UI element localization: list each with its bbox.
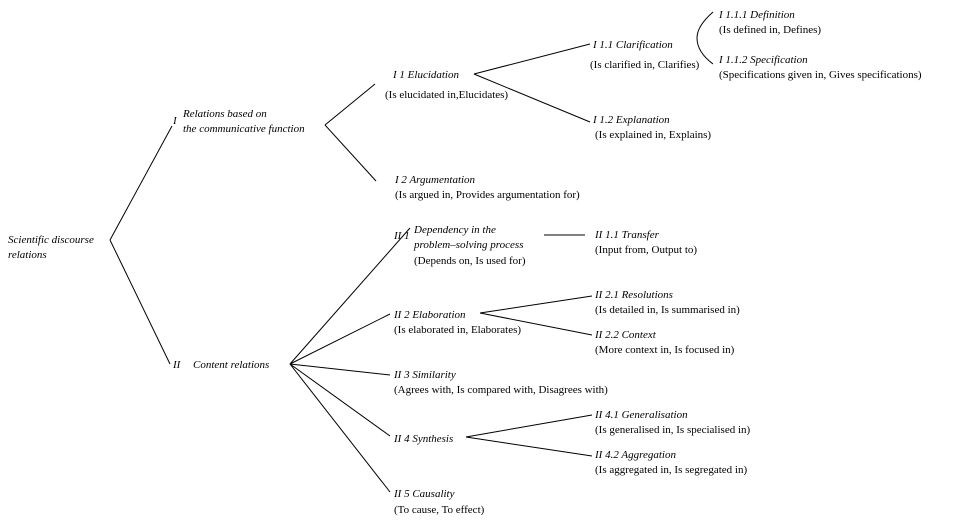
edge-elaboration-to-context xyxy=(479,312,593,336)
root-label-line1: Scientific discourse xyxy=(8,234,94,246)
node-relation: (Is argued in, Provides argumentation fo… xyxy=(395,189,580,201)
node-I112-specification: I 1.1.2 Specification (Specifications gi… xyxy=(718,54,922,81)
node-II41-generalisation: II 4.1 Generalisation (Is generalised in… xyxy=(594,409,751,436)
node-II5-causality: II 5 Causality (To cause, To effect) xyxy=(393,488,485,516)
root-label-line2: relations xyxy=(8,249,47,261)
node-II42-aggregation: II 4.2 Aggregation (Is aggregated in, Is… xyxy=(594,449,747,476)
edge-I-to-elucidation xyxy=(324,83,376,126)
node-numeral: II 1 xyxy=(393,230,410,242)
edge-elaboration-to-resolutions xyxy=(479,295,593,314)
edge-I-to-argumentation xyxy=(324,124,377,182)
edge-root-to-II xyxy=(109,239,171,365)
edge-II-to-dependency xyxy=(289,227,411,365)
edge-synthesis-to-generalisation xyxy=(465,414,593,438)
node-title: I 1.2 Explanation xyxy=(592,114,670,126)
node-relation: (Specifications given in, Gives specific… xyxy=(719,69,922,81)
edge-II-to-causality xyxy=(289,363,391,493)
node-root: Scientific discourse relations xyxy=(8,234,94,261)
node-title: II 4 Synthesis xyxy=(393,433,453,445)
node-relation: (Is explained in, Explains) xyxy=(595,129,711,141)
node-title: II 2.2 Context xyxy=(594,329,657,341)
edge-II-to-elaboration xyxy=(289,313,391,365)
node-title: II 4.2 Aggregation xyxy=(594,449,676,461)
node-relation: (Input from, Output to) xyxy=(595,244,697,256)
node-title-line2: problem–solving process xyxy=(413,239,523,251)
node-II11-transfer: II 1.1 Transfer (Input from, Output to) xyxy=(594,229,697,256)
edge-II-to-synthesis xyxy=(289,363,391,437)
node-title: II 2 Elaboration xyxy=(393,309,466,321)
node-II: II Content relations xyxy=(172,359,269,371)
node-II-title: Content relations xyxy=(193,359,269,371)
node-relation: (Depends on, Is used for) xyxy=(414,255,526,267)
node-title: I 1.1.1 Definition xyxy=(718,9,795,21)
node-relation: (Is defined in, Defines) xyxy=(719,24,821,36)
edge-root-to-I xyxy=(109,125,173,241)
node-II3-similarity: II 3 Similarity (Agrees with, Is compare… xyxy=(393,369,608,396)
node-relation: (Is detailed in, Is summarised in) xyxy=(595,304,740,316)
node-I-title-line2: the communicative function xyxy=(183,123,305,135)
node-relation: (More context in, Is focused in) xyxy=(595,344,735,356)
node-relation: (Is clarified in, Clarifies) xyxy=(590,59,700,71)
node-II2-elaboration: II 2 Elaboration (Is elaborated in, Elab… xyxy=(393,309,521,336)
node-I111-definition: I 1.1.1 Definition (Is defined in, Defin… xyxy=(718,9,821,36)
node-title: II 3 Similarity xyxy=(393,369,456,381)
node-title-line1: Dependency in the xyxy=(413,224,496,236)
edge-elucidation-to-clarification xyxy=(473,43,591,75)
node-title: II 5 Causality xyxy=(393,488,455,500)
node-I2-argumentation: I 2 Argumentation (Is argued in, Provide… xyxy=(394,174,580,201)
node-I: I Relations based on the communicative f… xyxy=(172,108,305,135)
node-II-numeral: II xyxy=(172,359,182,371)
node-relation: (Is generalised in, Is specialised in) xyxy=(595,424,751,436)
node-title: II 1.1 Transfer xyxy=(594,229,660,241)
node-II4-synthesis: II 4 Synthesis xyxy=(393,433,453,445)
node-relation: (Agrees with, Is compared with, Disagree… xyxy=(394,384,608,396)
node-II21-resolutions: II 2.1 Resolutions (Is detailed in, Is s… xyxy=(594,289,740,316)
edge-II-to-similarity xyxy=(289,363,391,376)
bracket-clarification-subtypes xyxy=(696,11,714,65)
node-II1-dependency: II 1 Dependency in the problem–solving p… xyxy=(393,224,526,267)
node-title: II 2.1 Resolutions xyxy=(594,289,673,301)
node-relation: (Is elucidated in,Elucidates) xyxy=(385,89,508,101)
node-I-title-line1: Relations based on xyxy=(182,108,267,120)
node-I1-elucidation: I 1 Elucidation (Is elucidated in,Elucid… xyxy=(385,69,508,101)
node-relation: (Is elaborated in, Elaborates) xyxy=(394,324,521,336)
edge-synthesis-to-aggregation xyxy=(465,436,593,457)
node-relation: (To cause, To effect) xyxy=(394,504,485,516)
node-relation: (Is aggregated in, Is segregated in) xyxy=(595,464,747,476)
node-I11-clarification: I 1.1 Clarification (Is clarified in, Cl… xyxy=(590,39,700,71)
node-I-numeral: I xyxy=(172,115,178,127)
node-II22-context: II 2.2 Context (More context in, Is focu… xyxy=(594,329,735,356)
node-title: II 4.1 Generalisation xyxy=(594,409,688,421)
node-title: I 1 Elucidation xyxy=(392,69,459,81)
node-title: I 1.1.2 Specification xyxy=(718,54,808,66)
node-title: I 2 Argumentation xyxy=(394,174,476,186)
node-I12-explanation: I 1.2 Explanation (Is explained in, Expl… xyxy=(592,114,711,141)
tree-connectors xyxy=(109,11,714,493)
node-title: I 1.1 Clarification xyxy=(592,39,673,51)
edge-elucidation-to-explanation xyxy=(473,73,591,123)
